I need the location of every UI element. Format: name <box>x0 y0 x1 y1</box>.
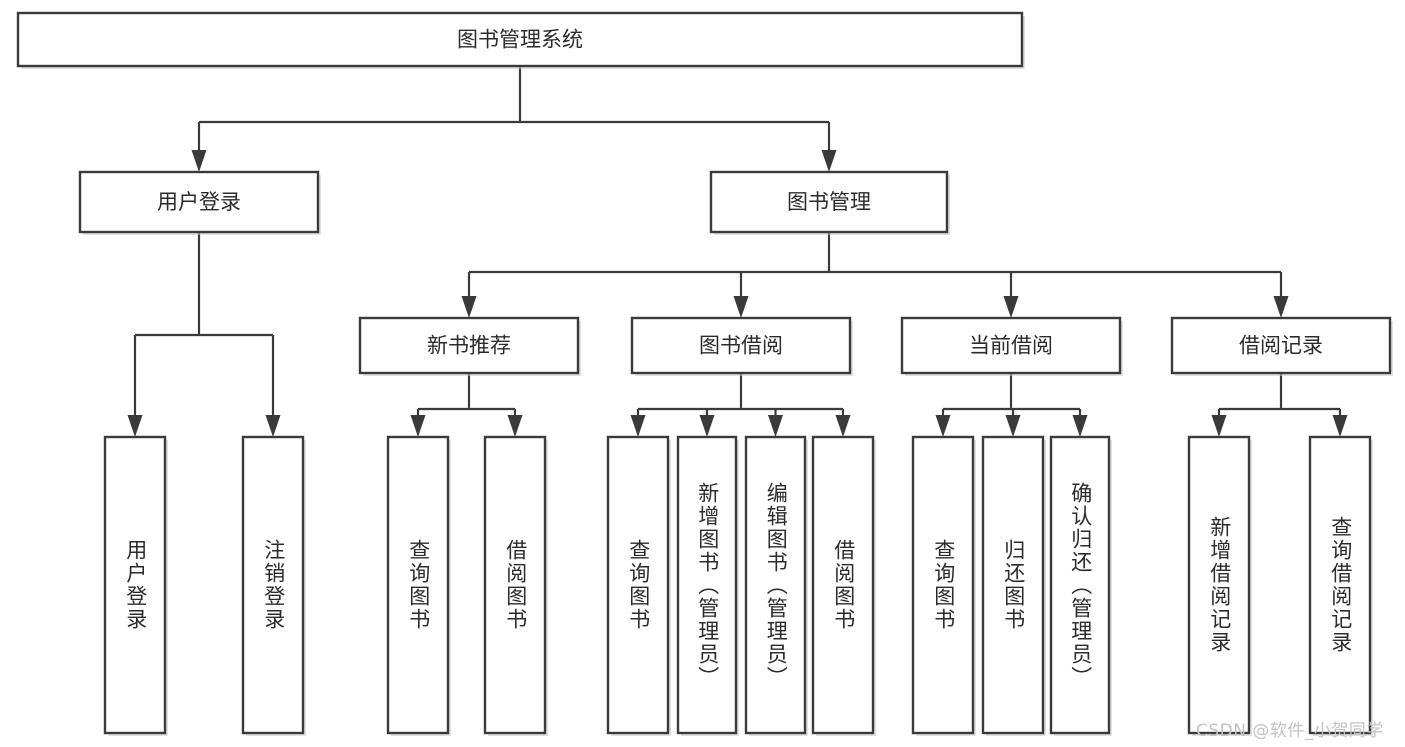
node-rect[interactable] <box>358 316 580 375</box>
node-rect[interactable] <box>78 170 320 234</box>
connector-group-login <box>127 232 281 437</box>
node-label: 新书推荐 <box>427 334 511 358</box>
arrow-head-icon <box>821 150 837 172</box>
node-rect[interactable] <box>241 435 305 735</box>
connector-group-borrow <box>630 373 851 437</box>
node-rect[interactable] <box>1049 435 1111 735</box>
connector-group-root <box>191 66 837 172</box>
node-rect[interactable] <box>811 435 875 735</box>
node-label: 用户登录 <box>157 190 241 214</box>
node-leaf-confirm-return[interactable] <box>1049 435 1112 736</box>
node-leaf-return-book[interactable] <box>981 435 1046 736</box>
arrow-head-icon <box>461 296 477 318</box>
node-leaf-query-record[interactable] <box>1308 435 1373 736</box>
connector-group-bookmgmt <box>461 232 1289 318</box>
arrow-head-icon <box>699 415 715 437</box>
node-rect[interactable] <box>386 435 450 735</box>
node-bookmgmt[interactable]: 图书管理 <box>709 170 950 235</box>
arrow-head-icon <box>1072 415 1088 437</box>
node-leaf-add-book[interactable] <box>676 435 739 736</box>
connector-group-current <box>935 373 1088 437</box>
node-borrow[interactable]: 图书借阅 <box>630 316 853 376</box>
node-label: 图书管理 <box>787 190 871 214</box>
node-leaf-borrow-book-1[interactable] <box>483 435 548 736</box>
node-leaf-edit-book[interactable] <box>744 435 808 736</box>
node-newbook[interactable]: 新书推荐 <box>358 316 581 376</box>
node-rect[interactable] <box>103 435 167 735</box>
node-leaf-user-logout[interactable] <box>241 435 306 736</box>
arrow-head-icon <box>265 415 281 437</box>
node-rect[interactable] <box>16 11 1024 68</box>
node-rect[interactable] <box>1187 435 1251 735</box>
arrow-head-icon <box>630 415 646 437</box>
node-rect[interactable] <box>744 435 807 735</box>
node-label: 当前借阅 <box>969 334 1053 358</box>
arrow-head-icon <box>410 415 426 437</box>
node-leaf-borrow-book-2[interactable] <box>811 435 876 736</box>
node-leaf-user-login[interactable] <box>103 435 168 736</box>
node-root[interactable]: 图书管理系统 <box>16 11 1025 69</box>
node-rect[interactable] <box>630 316 852 375</box>
node-label: 图书管理系统 <box>457 28 583 52</box>
arrow-head-icon <box>1211 415 1227 437</box>
arrow-head-icon <box>1273 296 1289 318</box>
node-login[interactable]: 用户登录 <box>78 170 321 235</box>
node-rect[interactable] <box>1308 435 1372 735</box>
node-rect[interactable] <box>709 170 949 234</box>
node-rect[interactable] <box>606 435 670 735</box>
node-leaf-query-book-3[interactable] <box>911 435 976 736</box>
arrow-head-icon <box>1005 415 1021 437</box>
node-leaf-query-book-1[interactable] <box>386 435 451 736</box>
connector-group-newbook <box>410 373 523 437</box>
arrow-head-icon <box>768 415 783 437</box>
node-rect[interactable] <box>676 435 738 735</box>
node-current[interactable]: 当前借阅 <box>900 316 1123 376</box>
node-rect[interactable] <box>911 435 975 735</box>
node-label: 借阅记录 <box>1239 334 1323 358</box>
node-rect[interactable] <box>1170 316 1392 375</box>
arrow-head-icon <box>1003 296 1019 318</box>
edge-layer <box>127 66 1348 437</box>
arrow-head-icon <box>1332 415 1348 437</box>
arrow-head-icon <box>127 415 143 437</box>
node-rect[interactable] <box>900 316 1122 375</box>
node-label: 图书借阅 <box>699 334 783 358</box>
node-rect[interactable] <box>981 435 1045 735</box>
arrow-head-icon <box>733 296 749 318</box>
arrow-head-icon <box>835 415 851 437</box>
connector-group-record <box>1211 373 1348 437</box>
arrow-head-icon <box>935 415 951 437</box>
arrow-head-icon <box>191 150 207 172</box>
arrow-head-icon <box>507 415 523 437</box>
node-rect[interactable] <box>483 435 547 735</box>
node-leaf-query-book-2[interactable] <box>606 435 671 736</box>
node-leaf-add-record[interactable] <box>1187 435 1252 736</box>
node-record[interactable]: 借阅记录 <box>1170 316 1393 376</box>
